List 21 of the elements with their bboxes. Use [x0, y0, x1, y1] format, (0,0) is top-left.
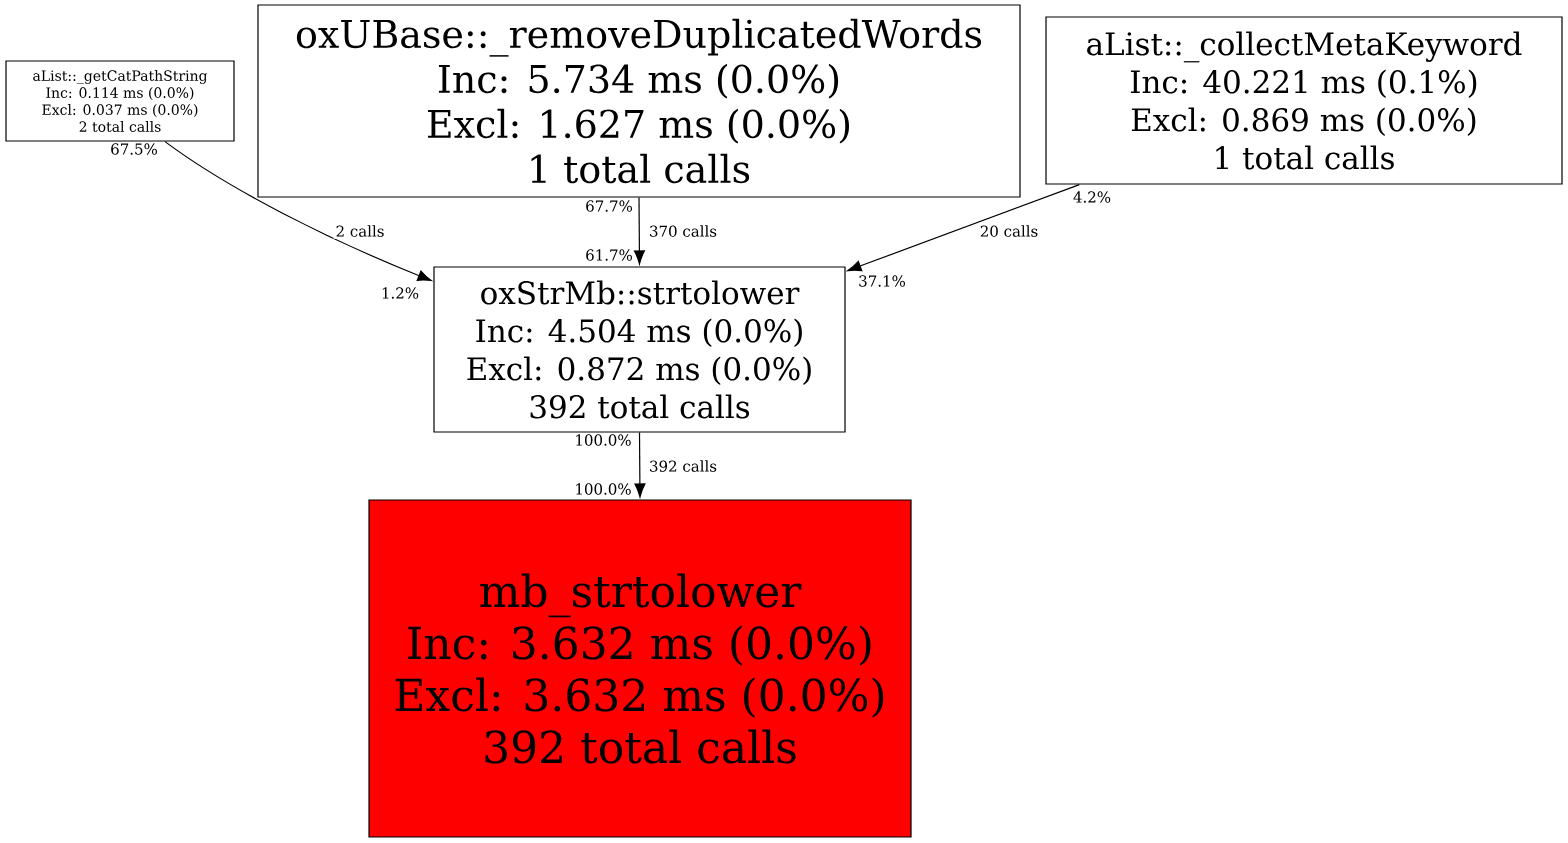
percentage-label: 67.7%: [586, 200, 632, 212]
percentage-label: 100.0%: [576, 483, 631, 495]
function-box: mb_strtolower Inc: 3.632 ms (0.0%) Excl: 3.632 ms (0.0%) 392 total calls: [368, 499, 912, 838]
function-box: oxUBase::_removeDuplicatedWords Inc: 5.734 ms (0.0%) Excl: 1.627 ms (0.0%) 1 total calls: [257, 4, 1021, 198]
percentage-label: 37.1%: [859, 275, 905, 287]
arrow: [164, 141, 432, 282]
function-box: aList::_getCatPathString Inc: 0.114 ms (0.0%) Excl: 0.037 ms (0.0%) 2 total calls: [5, 60, 235, 142]
percentage-label: 61.7%: [586, 249, 632, 261]
arrow: [634, 432, 646, 498]
function-box: aList::_collectMetaKeyword Inc: 40.221 ms (0.1%) Excl: 0.869 ms (0.0%) 1 total calls: [1045, 16, 1563, 185]
edge-label: 20 calls: [977, 223, 1041, 239]
arrow: [633, 197, 645, 265]
function-box: oxStrMb::strtolower Inc: 4.504 ms (0.0%) Excl: 0.872 ms (0.0%) 392 total calls: [433, 266, 846, 433]
percentage-label: 4.2%: [1073, 191, 1111, 203]
percentage-label: 67.5%: [111, 143, 157, 155]
percentage-label: 100.0%: [576, 434, 631, 446]
percentage-label: 1.2%: [382, 287, 419, 299]
edge-label: 392 calls: [647, 458, 720, 474]
arrow: [847, 184, 1080, 272]
edge-label: 370 calls: [647, 223, 720, 239]
edge-label: 2 calls: [333, 223, 387, 239]
